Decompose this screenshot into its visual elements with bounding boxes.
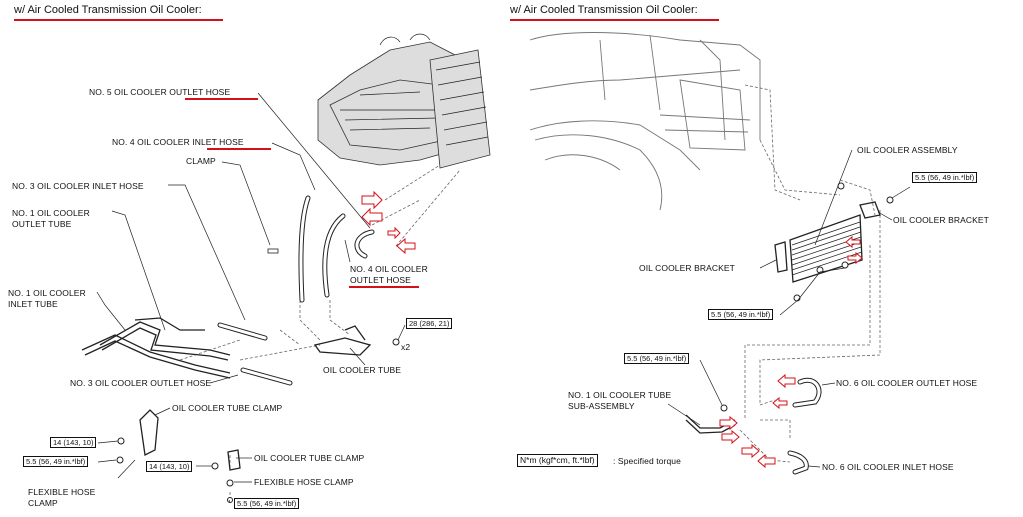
label-oil-cooler-bracket-right: OIL COOLER BRACKET	[893, 215, 989, 225]
torque-28: 28 (286, 21)	[406, 318, 453, 329]
legend-torque-text: : Specified torque	[613, 456, 681, 466]
no4-outlet-underline	[349, 286, 419, 288]
oil-cooler-core	[774, 182, 894, 302]
torque-5-5-a: 5.5 (56, 49 in.*lbf)	[23, 456, 89, 467]
right-flow-arrows	[719, 235, 863, 469]
label-oil-cooler-assembly: OIL COOLER ASSEMBLY	[857, 145, 958, 155]
left-section-header: w/ Air Cooled Transmission Oil Cooler:	[14, 4, 202, 16]
left-clamps	[116, 338, 400, 503]
label-flexible-hose-clamp-line1: FLEXIBLE HOSE	[28, 487, 96, 497]
torque-5-5-right-b: 5.5 (56, 49 in.*lbf)	[708, 309, 774, 320]
label-no1-oil-cooler-inlet-tube-line2: INLET TUBE	[8, 299, 58, 309]
left-hoses	[217, 195, 375, 386]
right-tubes	[685, 377, 822, 475]
label-no1-oil-cooler-tube-line2: SUB-ASSEMBLY	[568, 401, 635, 411]
label-no6-oil-cooler-outlet-hose: NO. 6 OIL COOLER OUTLET HOSE	[836, 378, 978, 388]
label-no5-oil-cooler-outlet-hose: NO. 5 OIL COOLER OUTLET HOSE	[89, 87, 230, 97]
left-dashed-guides	[179, 164, 461, 500]
label-oil-cooler-tube: OIL COOLER TUBE	[323, 365, 402, 375]
left-header-underline	[14, 19, 223, 21]
legend-torque-box: N*m (kgf*cm, ft.*lbf)	[517, 454, 598, 467]
left-tubes	[81, 317, 372, 379]
right-section-header: w/ Air Cooled Transmission Oil Cooler:	[510, 4, 698, 16]
label-no4-oil-cooler-outlet-hose-line2: OUTLET HOSE	[350, 275, 411, 285]
engine-illustration	[317, 33, 491, 169]
label-no6-oil-cooler-inlet-hose: NO. 6 OIL COOLER INLET HOSE	[822, 462, 954, 472]
label-prefix: NO. 4 OIL COOLER	[112, 137, 193, 147]
label-x2: x2	[401, 342, 411, 352]
left-flow-arrows	[361, 190, 416, 255]
label-flexible-hose-clamp-line2: CLAMP	[28, 498, 58, 508]
label-flexible-hose-clamp-right: FLEXIBLE HOSE CLAMP	[254, 477, 354, 487]
no4-inlet-underline	[207, 148, 271, 150]
label-oil-cooler-bracket-left: OIL COOLER BRACKET	[639, 263, 735, 273]
right-leaders	[667, 149, 911, 468]
label-key: INLET HOSE	[192, 137, 244, 147]
no5-outlet-underline	[185, 98, 258, 100]
torque-5-5-b: 5.5 (56, 49 in.*lbf)	[234, 498, 300, 509]
label-prefix: NO. 5 OIL COOLER	[89, 87, 170, 97]
label-no3-oil-cooler-inlet-hose: NO. 3 OIL COOLER INLET HOSE	[12, 181, 144, 191]
label-no4-oil-cooler-inlet-hose: NO. 4 OIL COOLER INLET HOSE	[112, 137, 244, 147]
label-no3-oil-cooler-outlet-hose: NO. 3 OIL COOLER OUTLET HOSE	[70, 378, 212, 388]
right-dashed-guides	[739, 84, 881, 463]
label-no1-oil-cooler-outlet-tube-line1: NO. 1 OIL COOLER	[12, 208, 90, 218]
label-no1-oil-cooler-outlet-tube-line2: OUTLET TUBE	[12, 219, 72, 229]
torque-14-b: 14 (143, 10)	[146, 461, 193, 472]
torque-14-a: 14 (143, 10)	[50, 437, 97, 448]
vehicle-front-illustration	[529, 32, 761, 211]
label-no4-oil-cooler-outlet-hose-line1: NO. 4 OIL COOLER	[350, 264, 428, 274]
torque-5-5-right-c: 5.5 (56, 49 in.*lbf)	[624, 353, 690, 364]
label-oil-cooler-tube-clamp-mid: OIL COOLER TUBE CLAMP	[254, 453, 365, 463]
right-header-underline	[510, 19, 719, 21]
torque-5-5-right-a: 5.5 (56, 49 in.*lbf)	[912, 172, 978, 183]
label-no1-oil-cooler-inlet-tube-line1: NO. 1 OIL COOLER	[8, 288, 86, 298]
left-leaders	[96, 92, 406, 504]
label-oil-cooler-tube-clamp-top: OIL COOLER TUBE CLAMP	[172, 403, 283, 413]
label-no1-oil-cooler-tube-line1: NO. 1 OIL COOLER TUBE	[568, 390, 672, 400]
label-clamp: CLAMP	[186, 156, 216, 166]
label-key: OUTLET HOSE	[169, 87, 231, 97]
